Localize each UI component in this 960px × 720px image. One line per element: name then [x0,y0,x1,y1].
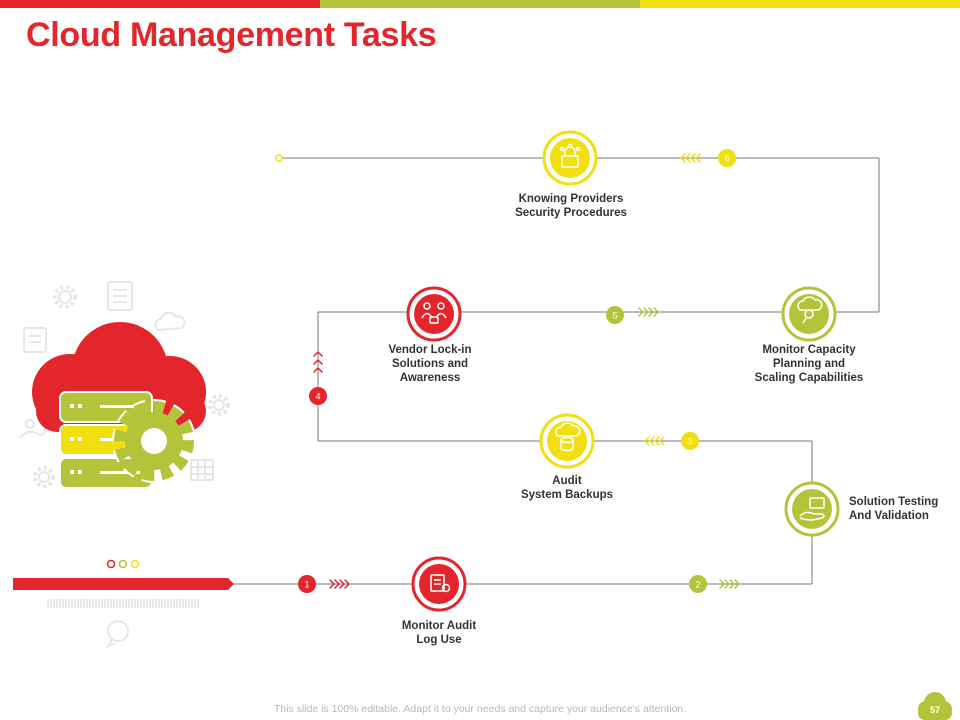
start-arrow-bar [13,578,234,590]
three-dots-decoration [106,559,140,569]
task-label-audit-backups: Audit System Backups [520,475,614,501]
chevrons-right-green-2-icon [638,307,659,317]
end-point-dot [275,154,283,162]
chat-outline-icon [105,620,129,649]
cloud-outline-icon [154,311,186,332]
hand-code-icon [799,497,825,521]
task-node-knowing-providers [542,130,598,186]
step-badge-3: 3 [681,432,699,450]
gear-outline-icon [53,285,77,309]
page-title: Cloud Management Tasks [26,16,437,54]
task-label-monitor-audit-log: Monitor Audit Log Use [401,620,477,646]
top-bar-yellow [640,0,960,8]
step-badge-6: 6 [718,149,736,167]
clipboard-outline-icon [107,281,133,311]
chevrons-right-red-icon [329,579,350,589]
step-badge-5: 5 [606,306,624,324]
chevron-markers [313,153,740,589]
page-number: 57 [929,705,940,715]
hand-outline-icon [19,419,46,439]
gear-small-outline-icon [208,394,230,416]
task-label-solution-testing: Solution Testing And Validation [849,496,939,522]
barcode-decoration [47,599,199,608]
step-number-1: 1 [304,580,309,590]
task-label-vendor-lock-in: Vendor Lock-in Solutions and Awareness [388,344,472,384]
footer-note: This slide is 100% editable. Adapt it to… [273,703,687,715]
task-node-solution-testing [784,481,840,537]
cloud-server-illustration [32,322,206,489]
cloud-database-icon [555,422,581,452]
chevrons-left-yellow-2-icon [680,153,701,163]
top-bar-green [320,0,640,8]
task-label-monitor-capacity: Monitor Capacity Planning and Scaling Ca… [754,344,864,384]
step-number-5: 5 [612,311,617,321]
top-bar-red [0,0,320,8]
step-number-4: 4 [315,392,320,402]
server-log-icon [430,574,451,593]
step-number-3: 3 [687,437,692,447]
step-badge-2: 2 [689,575,707,593]
gear-icon [112,399,196,483]
step-number-6: 6 [724,154,729,164]
task-label-knowing-providers: Knowing Providers Security Procedures [515,193,627,219]
task-node-vendor-lock-in [406,286,462,342]
step-badge-1: 1 [298,575,316,593]
chevrons-left-yellow-icon [644,436,665,446]
decorative-icons [19,281,230,649]
gear-bottom-outline-icon [33,466,55,488]
task-node-audit-backups [539,413,595,469]
document-outline-icon [23,327,47,353]
chevrons-up-red-icon [313,351,323,373]
step-number-2: 2 [695,580,700,590]
team-lock-icon [421,302,447,324]
grid-outline-icon [190,459,214,481]
chevrons-right-green-icon [719,579,740,589]
step-badge-4: 4 [309,387,327,405]
task-node-monitor-capacity [781,286,837,342]
cloud-search-icon [797,296,823,324]
task-node-monitor-audit-log [411,556,467,612]
page-number-cloud-badge [918,692,952,720]
security-lock-icon [559,143,581,168]
